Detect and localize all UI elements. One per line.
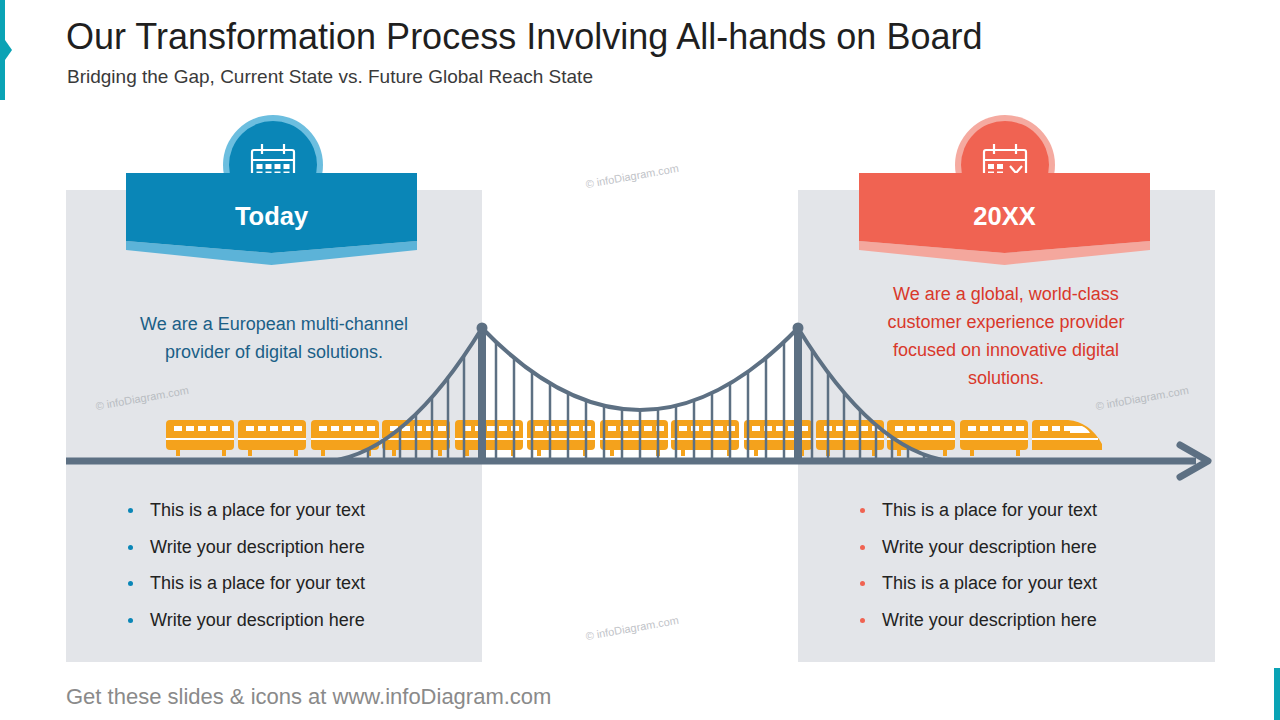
- bridge-tower: [478, 328, 486, 461]
- train-car: [238, 420, 306, 456]
- bridge: [330, 323, 950, 462]
- state-panel: We are a global, world-class customer ex…: [798, 190, 1215, 662]
- ribbon-heading: Today: [126, 199, 417, 233]
- hanger: [447, 378, 450, 461]
- bullet-text: Write your description here: [150, 609, 466, 631]
- main-cable: [482, 328, 798, 410]
- ribbon-heading: 20XX: [859, 199, 1150, 233]
- arrow-head: [1180, 445, 1208, 477]
- bullet-text: This is a place for your text: [150, 499, 466, 521]
- accent-bar: [1274, 668, 1280, 720]
- train-engine: [1032, 420, 1102, 450]
- bridge-tower: [794, 328, 802, 461]
- calendar-cell: [275, 164, 281, 169]
- calendar-cell: [284, 164, 290, 169]
- accent-bar: [0, 0, 5, 100]
- bullet-text: Write your description here: [150, 536, 466, 558]
- tower-cap: [793, 323, 804, 334]
- hanger: [675, 406, 678, 461]
- bullet-dot: [128, 618, 133, 623]
- hanger: [431, 397, 434, 461]
- hanger: [859, 410, 862, 461]
- hanger: [783, 342, 786, 461]
- hanger: [567, 393, 570, 461]
- watermark: © infoDiagram.com: [1095, 384, 1190, 412]
- hanger: [513, 358, 516, 461]
- hanger: [463, 356, 466, 461]
- bullet-dot: [128, 508, 133, 513]
- hanger: [711, 393, 714, 461]
- slide-subtitle: Bridging the Gap, Current State vs. Futu…: [67, 66, 593, 88]
- state-panel: We are a European multi-channel provider…: [66, 190, 482, 662]
- hanger: [891, 437, 894, 461]
- hanger: [693, 400, 696, 461]
- bullet-text: This is a place for your text: [882, 499, 1199, 521]
- hanger: [657, 409, 660, 461]
- bullet-text: This is a place for your text: [882, 572, 1199, 594]
- tower-cap: [477, 323, 488, 334]
- accent-notch: [5, 40, 12, 60]
- calendar-cell: [266, 164, 272, 169]
- hanger: [531, 372, 534, 461]
- train: [166, 420, 1102, 456]
- hanger: [621, 409, 624, 461]
- hanger: [549, 383, 552, 461]
- hanger: [415, 414, 418, 461]
- bullet-dot: [128, 545, 133, 550]
- hanger: [585, 400, 588, 461]
- hanger: [495, 342, 498, 461]
- state-description: We are a European multi-channel provider…: [116, 310, 432, 366]
- train-car: [887, 420, 955, 456]
- panel-ground: [66, 190, 482, 662]
- timeline-arrow: [66, 458, 1196, 465]
- panel-ground: [798, 190, 1215, 662]
- hanger: [765, 358, 768, 461]
- hanger: [399, 428, 402, 461]
- hanger: [747, 372, 750, 461]
- bullet-text: This is a place for your text: [150, 572, 466, 594]
- header-ribbon: Today: [126, 173, 417, 265]
- footer-link: Get these slides & icons at www.infoDiag…: [66, 684, 551, 710]
- hanger: [603, 406, 606, 461]
- bullet-text: Write your description here: [882, 609, 1199, 631]
- watermark: © infoDiagram.com: [585, 614, 680, 642]
- bullet-dot: [860, 581, 865, 586]
- train-car: [166, 420, 234, 456]
- calendar-cell: [988, 164, 994, 169]
- slide-title: Our Transformation Process Involving All…: [66, 16, 982, 58]
- bullet-text: Write your description here: [882, 536, 1199, 558]
- hanger: [729, 383, 732, 461]
- hanger: [811, 350, 814, 461]
- bullet-dot: [860, 618, 865, 623]
- header-ribbon: 20XX: [859, 173, 1150, 265]
- calendar-cell: [257, 164, 263, 169]
- calendar-cell: [997, 164, 1003, 169]
- hanger: [827, 372, 830, 461]
- watermark: © infoDiagram.com: [585, 162, 680, 190]
- watermark: © infoDiagram.com: [95, 384, 190, 412]
- hanger: [843, 393, 846, 461]
- bullet-dot: [128, 581, 133, 586]
- train-car: [960, 420, 1028, 456]
- hanger: [639, 410, 642, 461]
- state-description: We are a global, world-class customer ex…: [861, 280, 1151, 392]
- hanger: [875, 425, 878, 461]
- bullet-dot: [860, 508, 865, 513]
- bullet-dot: [860, 545, 865, 550]
